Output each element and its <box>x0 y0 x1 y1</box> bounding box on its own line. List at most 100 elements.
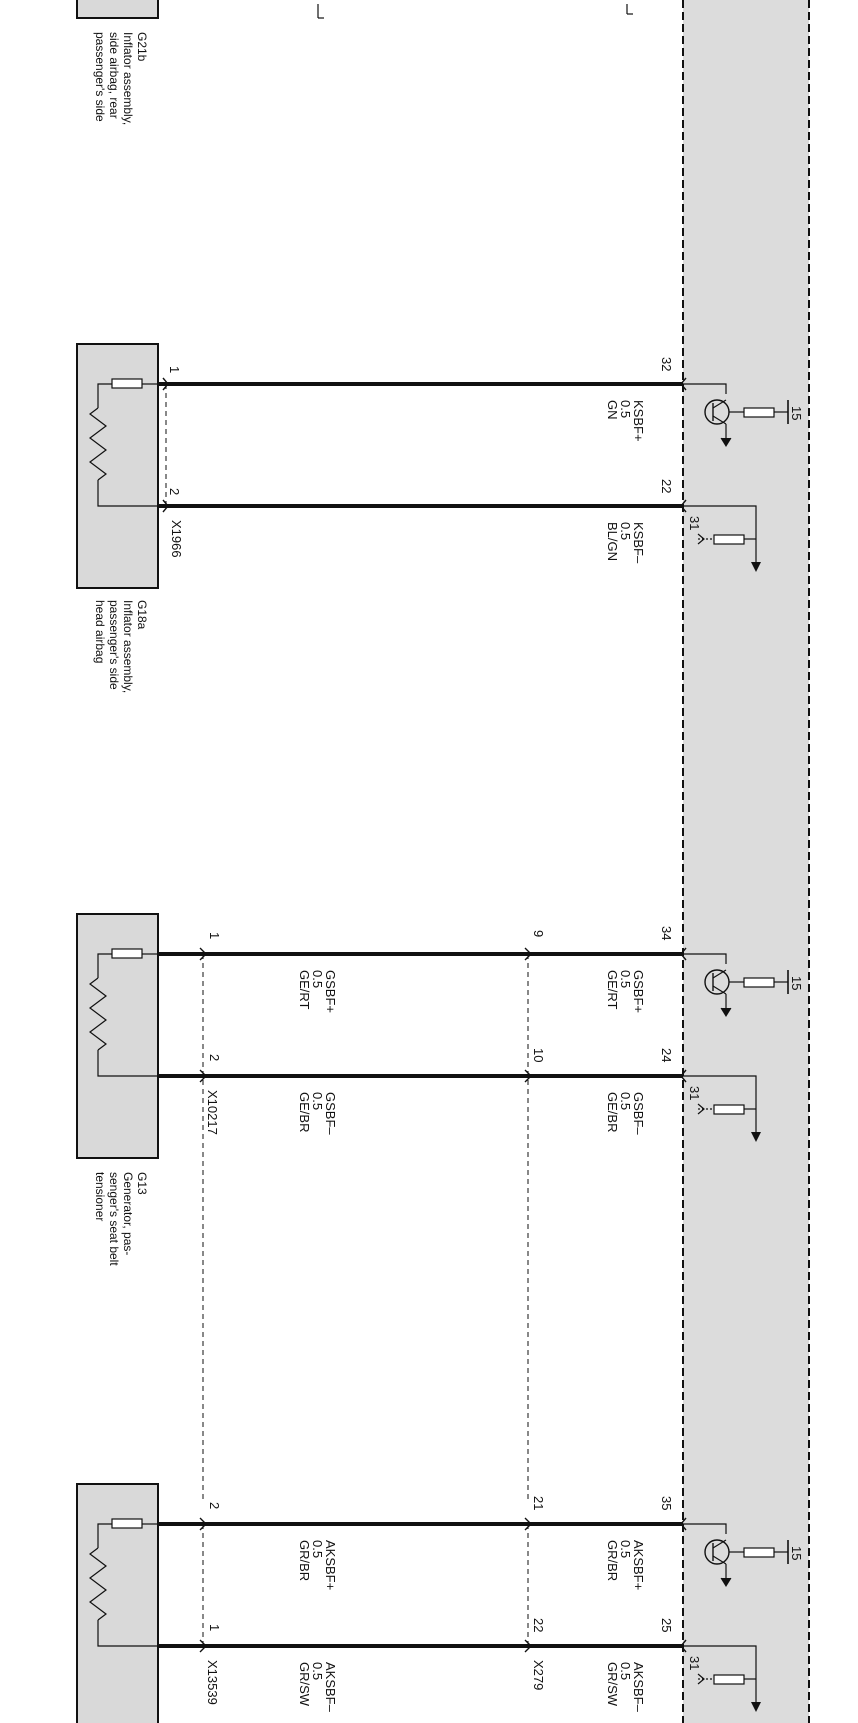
g13-connector-label: X10217 <box>205 1090 220 1135</box>
bottom-module-pos-color: GR/BR <box>605 1540 620 1581</box>
g13-supply-15: 15 <box>789 976 804 990</box>
g18a-connector-mark-1 <box>162 377 169 391</box>
bottom-high-side-driver: 15 <box>683 1523 804 1587</box>
g13-module-pos-signal: GSBF+ <box>631 970 646 1013</box>
bottom-supply-31: 31 <box>687 1656 702 1670</box>
top-component-desc-1: Inflator assembly, <box>121 32 135 125</box>
g13-component-pin-1: 1 <box>207 932 222 939</box>
g18a-desc-2: passenger's side <box>107 600 121 690</box>
bottom-harness-pos-signal: AKSBF+ <box>323 1540 338 1590</box>
g13-transistor-icon <box>704 969 730 995</box>
g13-internal-element <box>89 948 158 1077</box>
group-g18a: 1 2 32 22 KSBF+ 0.5 GN KSBF– 0.5 BL/GN X… <box>76 343 804 693</box>
bottom-connector-mark-2 <box>199 1639 207 1653</box>
bottom-ground-icon <box>751 1702 761 1712</box>
g13-desc-3: tensioner <box>93 1172 107 1221</box>
g18a-high-side-driver: 15 <box>683 383 804 447</box>
g18a-wire-pos-color: GN <box>605 400 620 420</box>
g13-module-neg-color: GE/BR <box>605 1092 620 1132</box>
bottom-module-pos-signal: AKSBF+ <box>631 1540 646 1590</box>
g18a-connector-mark-2 <box>162 499 169 513</box>
top-component-fragment: G21b Inflator assembly, side airbag, rea… <box>76 0 633 125</box>
g13-harness-pos-color: GE/RT <box>297 970 312 1010</box>
bottom-module-neg-signal: AKSBF– <box>631 1662 646 1713</box>
g18a-wire-pos-size: 0.5 <box>618 400 633 418</box>
g18a-wire-neg-color: BL/GN <box>605 522 620 561</box>
g13-module-neg-size: 0.5 <box>618 1092 633 1110</box>
g13-component-label: G13 <box>135 1172 149 1195</box>
bottom-connector-mark-1 <box>199 1517 207 1531</box>
g13-inline-mark-2 <box>524 1069 532 1083</box>
g18a-desc-3: head airbag <box>93 600 107 663</box>
g13-harness-pos-size: 0.5 <box>310 970 325 988</box>
g13-module-pos-color: GE/RT <box>605 970 620 1010</box>
group-g13: 1 2 9 10 34 24 GSBF+ 0.5 GE/RT GSBF– 0.5… <box>76 913 804 1500</box>
g13-connector-mark-2 <box>199 1069 207 1083</box>
bottom-harness-neg-color: GR/SW <box>297 1662 312 1707</box>
g13-harness-pos-signal: GSBF+ <box>323 970 338 1013</box>
g13-harness-neg-signal: GSBF– <box>323 1092 338 1135</box>
g18a-component-pin-2: 2 <box>167 488 182 495</box>
bottom-module-neg-color: GR/SW <box>605 1662 620 1707</box>
g13-module-pos-size: 0.5 <box>618 970 633 988</box>
bottom-module-pin-25: 25 <box>659 1618 674 1632</box>
g13-supply-31: 31 <box>687 1086 702 1100</box>
g13-inline-mark-1 <box>524 947 532 961</box>
g13-module-mark-2 <box>680 1069 687 1083</box>
top-component-box <box>76 0 159 19</box>
bottom-connector-label: X13539 <box>205 1660 220 1705</box>
g13-module-mark-1 <box>680 947 687 961</box>
bottom-harness-pos-size: 0.5 <box>310 1540 325 1558</box>
g18a-component-label: G18a <box>135 600 149 630</box>
bottom-harness-neg-signal: AKSBF– <box>323 1662 338 1713</box>
bottom-module-pos-size: 0.5 <box>618 1540 633 1558</box>
g13-harness-neg-color: GE/BR <box>297 1092 312 1132</box>
g18a-internal-element <box>89 378 158 507</box>
bottom-inline-mark-1 <box>524 1517 532 1531</box>
g13-connector-mark-1 <box>199 947 207 961</box>
bottom-inline-pin-21: 21 <box>531 1496 546 1510</box>
g13-low-side-driver: 31 <box>683 1075 761 1142</box>
g18a-component-pin-1: 1 <box>167 366 182 373</box>
g13-module-neg-signal: GSBF– <box>631 1092 646 1135</box>
top-component-desc-2: side airbag, rear <box>107 32 121 119</box>
bottom-transistor-icon <box>704 1539 730 1565</box>
bottom-component-pin-1: 1 <box>207 1624 222 1631</box>
g18a-connector-label: X1966 <box>169 520 184 558</box>
g18a-module-mark-1 <box>680 377 687 391</box>
g18a-ground-icon <box>751 562 761 572</box>
bottom-module-neg-size: 0.5 <box>618 1662 633 1680</box>
bottom-harness-pos-color: GR/BR <box>297 1540 312 1581</box>
g13-desc-2: senger's seat belt <box>107 1172 121 1266</box>
bottom-internal-element <box>89 1518 158 1647</box>
bottom-module-mark-2 <box>680 1639 687 1653</box>
bottom-module-mark-1 <box>680 1517 687 1531</box>
bottom-low-side-driver: 31 <box>683 1645 761 1712</box>
g13-harness-neg-size: 0.5 <box>310 1092 325 1110</box>
g18a-supply-31: 31 <box>687 516 702 530</box>
bottom-squib-zigzag <box>89 1547 107 1621</box>
bottom-inline-mark-2 <box>524 1639 532 1653</box>
control-module <box>682 0 810 1723</box>
g13-high-side-driver: 15 <box>683 953 804 1017</box>
g13-inline-pin-10: 10 <box>531 1048 546 1062</box>
bottom-module-pin-35: 35 <box>659 1496 674 1510</box>
g18a-module-pin-32: 32 <box>659 357 674 371</box>
g18a-module-mark-2 <box>680 499 687 513</box>
top-component-label: G21b <box>135 32 149 62</box>
g13-desc-1: Generator, pas- <box>121 1172 135 1255</box>
g13-squib-zigzag <box>89 977 107 1051</box>
g13-component-pin-2: 2 <box>207 1054 222 1061</box>
g18a-wire-neg-signal: KSBF– <box>631 522 646 564</box>
g18a-transistor-icon <box>704 399 730 425</box>
bottom-supply-15: 15 <box>789 1546 804 1560</box>
g18a-wire-pos-signal: KSBF+ <box>631 400 646 442</box>
g18a-low-side-driver: 31 <box>683 505 761 572</box>
group-bottom: 2 1 21 22 35 25 AKSBF+ 0.5 GR/BR AKSBF– … <box>76 1483 804 1723</box>
g13-module-pin-24: 24 <box>659 1048 674 1062</box>
g18a-desc-1: Inflator assembly, <box>121 600 135 693</box>
bottom-harness-neg-size: 0.5 <box>310 1662 325 1680</box>
g13-inline-pin-9: 9 <box>531 930 546 937</box>
bottom-component-pin-2: 2 <box>207 1502 222 1509</box>
g13-ground-icon <box>751 1132 761 1142</box>
